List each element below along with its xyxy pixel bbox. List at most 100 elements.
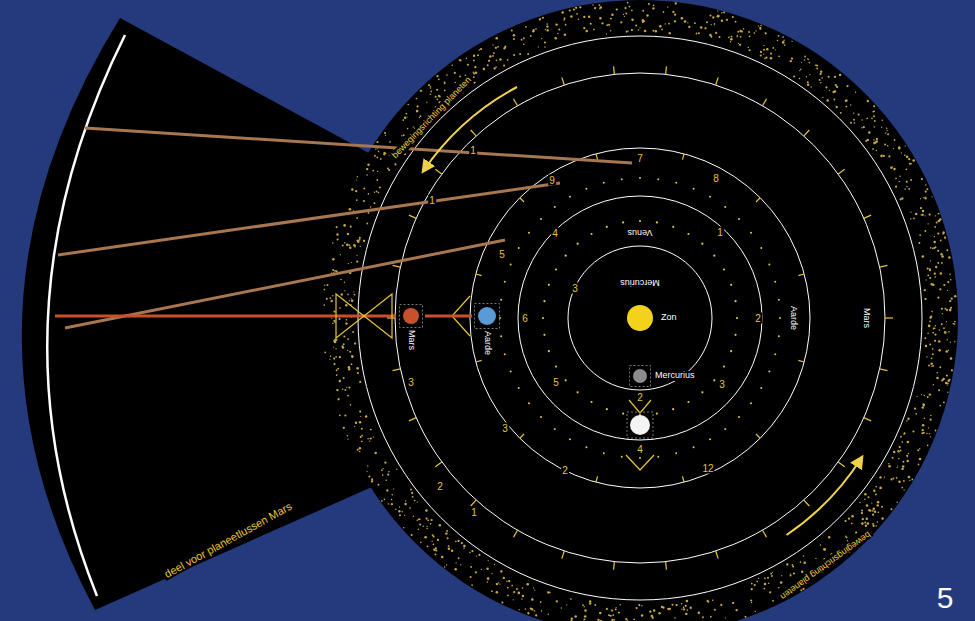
star-dot: [932, 348, 934, 350]
star-dot: [804, 59, 806, 61]
star-dot: [496, 583, 498, 585]
star-dot: [592, 4, 593, 5]
star-dot: [947, 392, 948, 393]
star-dot: [758, 578, 759, 579]
star-dot: [732, 16, 734, 18]
star-dot: [343, 427, 345, 429]
dial-dot: [565, 379, 567, 381]
star-dot: [371, 480, 373, 482]
star-dot: [495, 66, 497, 68]
star-dot: [874, 511, 876, 513]
star-dot: [820, 71, 822, 73]
star-dot: [349, 351, 351, 353]
star-dot: [784, 44, 786, 46]
star-dot: [391, 503, 393, 505]
star-dot: [404, 515, 405, 516]
star-dot: [741, 31, 743, 33]
star-dot: [367, 438, 369, 440]
star-dot: [781, 575, 782, 576]
star-dot: [717, 10, 718, 11]
star-dot: [344, 389, 346, 391]
dial-dot: [639, 177, 641, 179]
dial-dot: [518, 247, 520, 249]
planet-frame: [475, 304, 500, 329]
dial-number: 1: [428, 195, 436, 206]
star-dot: [330, 297, 332, 299]
star-dot: [892, 478, 894, 480]
star-dot: [347, 350, 348, 351]
star-dot: [908, 158, 910, 160]
planet-name: Aarde: [481, 331, 493, 355]
star-dot: [685, 613, 687, 615]
star-dot: [398, 510, 400, 512]
star-dot: [416, 110, 419, 113]
star-dot: [668, 23, 670, 25]
star-dot: [714, 23, 715, 24]
dial-tick: [435, 169, 441, 174]
dial-dot: [548, 350, 550, 352]
star-dot: [828, 536, 830, 538]
star-dot: [503, 47, 505, 49]
star-dot: [748, 31, 750, 33]
dial-tick: [864, 418, 871, 421]
star-dot: [511, 29, 513, 31]
dial-dot: [734, 334, 736, 336]
orbit-circle: [568, 246, 712, 390]
star-dot: [343, 224, 346, 227]
dial-tick: [520, 434, 524, 438]
star-dot: [376, 157, 378, 159]
star-dot: [931, 196, 932, 197]
star-dot: [739, 44, 741, 46]
star-dot: [348, 263, 349, 264]
star-dot: [576, 13, 578, 15]
planet-name: Zon: [660, 313, 678, 323]
dial-number: 4: [551, 228, 559, 239]
star-dot: [548, 614, 549, 615]
star-dot: [503, 65, 505, 67]
star-dot: [561, 11, 563, 13]
star-dot: [384, 132, 386, 134]
star-dot: [930, 436, 931, 437]
star-dot: [356, 260, 358, 262]
star-dot: [455, 541, 457, 543]
star-dot: [942, 313, 943, 314]
star-dot: [901, 441, 903, 443]
star-dot: [378, 151, 380, 153]
star-dot: [793, 75, 795, 77]
star-dot: [518, 592, 520, 594]
star-dot: [521, 39, 523, 41]
star-dot: [735, 609, 737, 611]
star-dot: [385, 135, 386, 136]
star-dot: [810, 86, 811, 87]
star-dot: [342, 244, 344, 246]
star-dot: [934, 273, 936, 275]
star-dot: [359, 451, 361, 453]
star-dot: [668, 609, 670, 611]
star-dot: [474, 66, 476, 68]
star-dot: [867, 117, 868, 118]
star-dot: [936, 377, 938, 379]
star-dot: [594, 604, 596, 606]
star-dot: [751, 602, 752, 603]
star-dot: [388, 169, 390, 171]
planet-disc: [627, 305, 653, 331]
planet-node: Mars: [397, 302, 425, 352]
star-dot: [460, 564, 461, 565]
star-dot: [486, 568, 488, 570]
star-dot: [375, 148, 376, 149]
star-dot: [357, 449, 359, 451]
star-dot: [675, 604, 677, 606]
star-dot: [906, 455, 908, 457]
star-dot: [674, 14, 676, 16]
orbit-circle: [470, 148, 810, 488]
star-dot: [929, 433, 930, 434]
star-dot: [615, 609, 617, 611]
dial-tick: [562, 551, 564, 559]
dial-number: 3: [407, 377, 415, 388]
disc: [322, 0, 958, 621]
star-dot: [804, 56, 806, 58]
star-dot: [346, 435, 348, 437]
dial-dot: [656, 412, 658, 414]
star-dot: [531, 598, 534, 601]
star-dot: [374, 202, 376, 204]
